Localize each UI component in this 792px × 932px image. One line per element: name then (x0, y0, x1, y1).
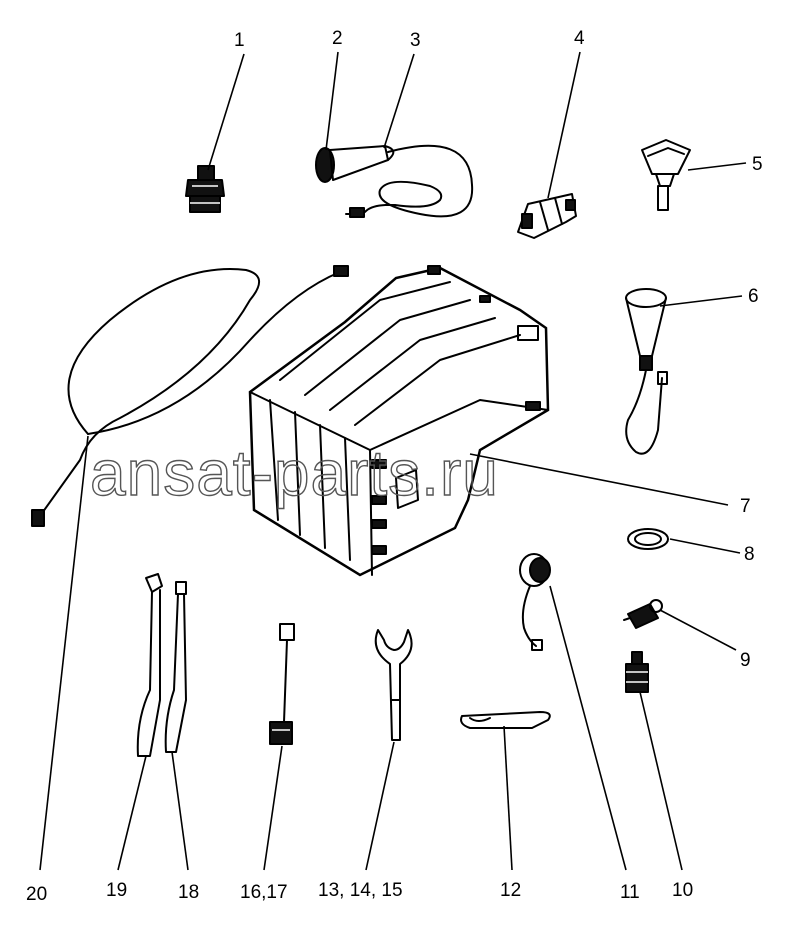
label-5: 5 (752, 154, 763, 175)
part-5-cup (641, 139, 691, 211)
watermark: ansat-parts.ru (90, 437, 499, 509)
label-3: 3 (410, 30, 421, 51)
label-6: 6 (748, 286, 759, 307)
label-11: 11 (620, 882, 640, 903)
label-1: 1 (234, 30, 245, 51)
part-16-17-socket-wrench (269, 623, 295, 745)
label-16-17: 16,17 (240, 882, 288, 903)
part-20-hose (31, 265, 349, 527)
label-4: 4 (574, 28, 585, 49)
label-20: 20 (26, 884, 47, 905)
part-1-fitting (185, 165, 225, 213)
part-2-3-inspection-lamp (315, 144, 474, 218)
label-10: 10 (672, 880, 693, 901)
part-11-tire-inflator (519, 553, 551, 651)
label-8: 8 (744, 544, 755, 565)
part-12-tire-lever (460, 711, 551, 729)
callout-labels: 1 2 3 4 5 6 7 8 9 10 11 12 13, 14, 15 16… (26, 28, 763, 905)
label-19: 19 (106, 880, 127, 901)
label-2: 2 (332, 28, 343, 49)
part-19-pry-bar (136, 573, 163, 757)
part-13-15-wrench (374, 629, 413, 741)
label-9: 9 (740, 650, 751, 671)
label-12: 12 (500, 880, 521, 901)
part-18-pry-bar (164, 581, 187, 753)
label-18: 18 (178, 882, 199, 903)
part-7-toolbox (248, 265, 550, 577)
part-9-valve (623, 599, 663, 629)
part-10-nipple (625, 651, 649, 693)
label-13-14-15: 13, 14, 15 (318, 880, 403, 901)
part-6-grease-gun (625, 288, 668, 455)
label-7: 7 (740, 496, 751, 517)
part-8-washer (627, 528, 669, 550)
part-4-holder (517, 193, 577, 239)
leader-lines (39, 51, 747, 871)
